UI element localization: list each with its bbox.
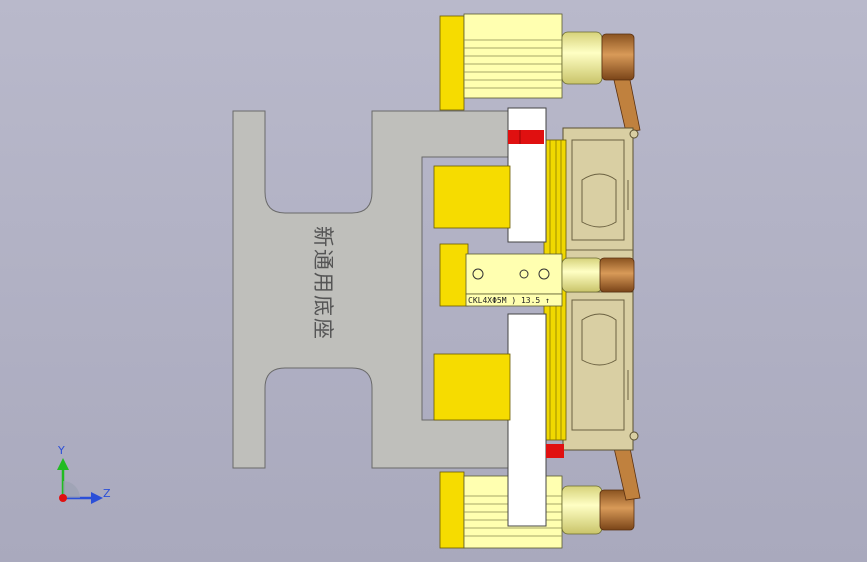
middle-cylinder-assembly: CKL4XΦ5M ) 13.5 ↑ — [439, 243, 635, 307]
base-plate: 新通用底座 — [232, 110, 513, 469]
z-axis-arrow-icon — [91, 492, 103, 504]
engraved-label: 新通用底座 — [311, 226, 335, 341]
slide-block — [507, 107, 564, 527]
top-cylinder-assembly — [439, 13, 641, 133]
axis-triad[interactable]: Y Z — [57, 444, 111, 504]
inner-blocks — [433, 165, 511, 421]
y-axis-arrow-icon — [57, 458, 69, 470]
part-code-label: CKL4XΦ5M ) 13.5 ↑ — [468, 296, 550, 305]
z-axis-label: Z — [103, 487, 111, 500]
y-axis-label: Y — [57, 444, 65, 457]
